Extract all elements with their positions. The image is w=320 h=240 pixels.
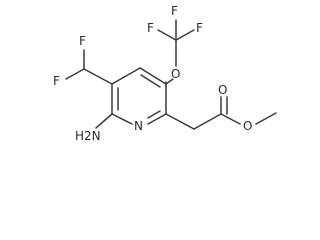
- bond-chf2-f-lower: [65, 68, 85, 80]
- atom-nh2: H2N: [75, 129, 101, 143]
- bond-n-c2: [111, 113, 133, 125]
- double-bond-c4-c5-inner: [140, 74, 161, 88]
- bond-ch2-cco: [193, 113, 222, 130]
- atom-o-ester: O: [243, 119, 252, 133]
- bond-c5-o: [165, 78, 174, 85]
- bond-c2-nh2: [95, 113, 113, 129]
- bond-c4-c5: [139, 67, 167, 85]
- bond-c3-c4: [111, 67, 141, 85]
- bond-o-ester-ch3: [255, 112, 277, 125]
- double-bond-c6-n-inner: [147, 110, 161, 119]
- atom-f-chf2-upper: F: [79, 34, 86, 48]
- atom-o-carbonyl: O: [218, 83, 227, 97]
- atom-f-cf3-left: F: [147, 21, 154, 35]
- atom-n-ring: N: [134, 119, 143, 133]
- atom-f-chf2-lower: F: [53, 74, 60, 88]
- atom-o-ether: O: [171, 67, 180, 81]
- bond-c6-n: [147, 113, 167, 125]
- atom-f-cf3-right: F: [196, 21, 203, 35]
- pyridine-ring: [111, 67, 167, 125]
- bond-cf3-f-left: [157, 29, 177, 41]
- bond-cco-o-ester: [220, 113, 241, 125]
- atom-f-cf3-mid: F: [171, 4, 178, 18]
- bond-c3-chf2: [83, 68, 113, 85]
- bond-cf3-f-right: [175, 29, 195, 41]
- chemical-structure: F F F O F F N H2N O O: [53, 4, 277, 143]
- bond-c6-ch2: [165, 113, 195, 130]
